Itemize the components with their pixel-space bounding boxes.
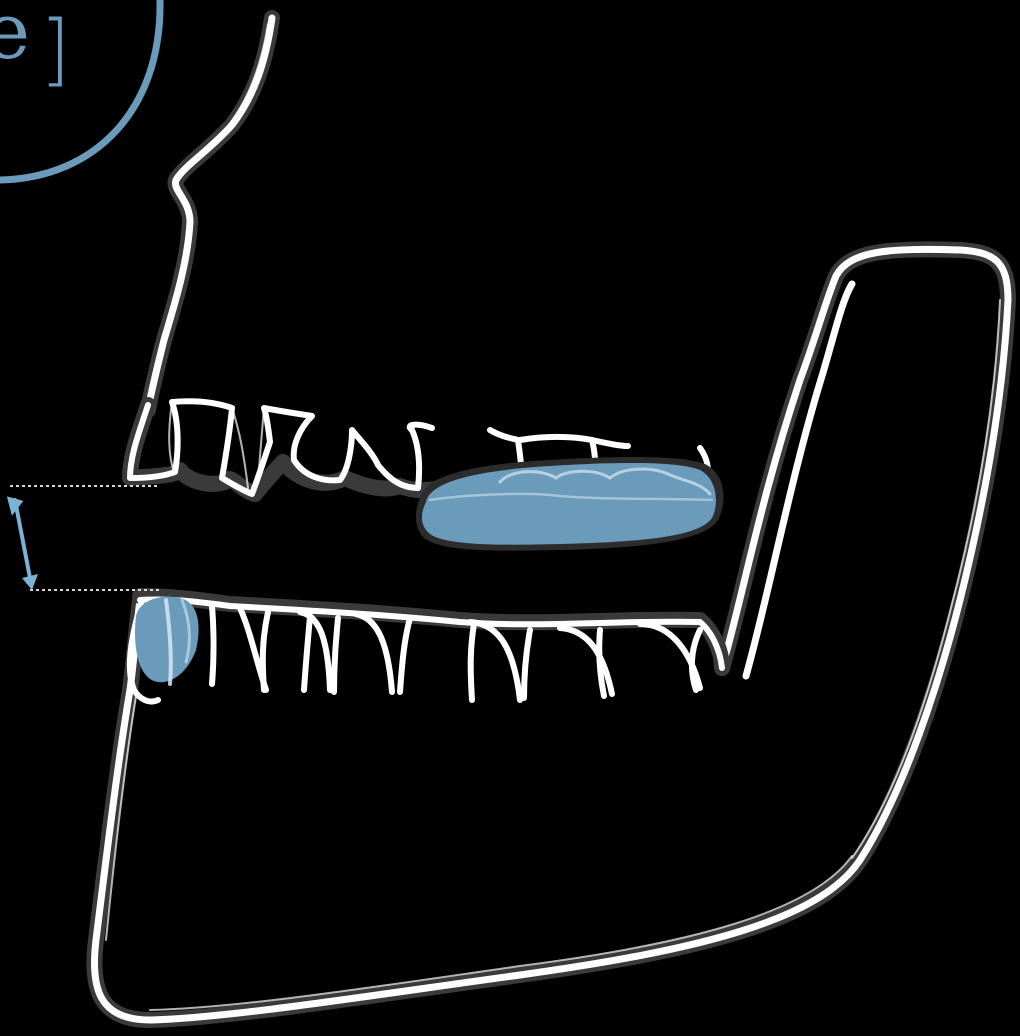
lower-tooth-root-1 — [212, 606, 214, 684]
mandible — [94, 249, 1008, 1020]
mandible-outline — [94, 249, 1008, 1020]
lower-tooth-root-4 — [356, 614, 392, 692]
double-headed-vertical-arrow-icon — [5, 492, 38, 590]
maxilla — [148, 18, 272, 410]
measurement-indicator — [5, 486, 160, 590]
highlighted-upper-molars — [416, 457, 724, 551]
lower-teeth — [130, 596, 722, 702]
logo-letter: e — [0, 0, 30, 77]
logo: e ] — [0, 0, 160, 180]
highlighted-lower-incisor — [135, 597, 199, 684]
logo-bracket: ] — [40, 5, 70, 95]
lower-tooth-root-5 — [470, 622, 520, 700]
